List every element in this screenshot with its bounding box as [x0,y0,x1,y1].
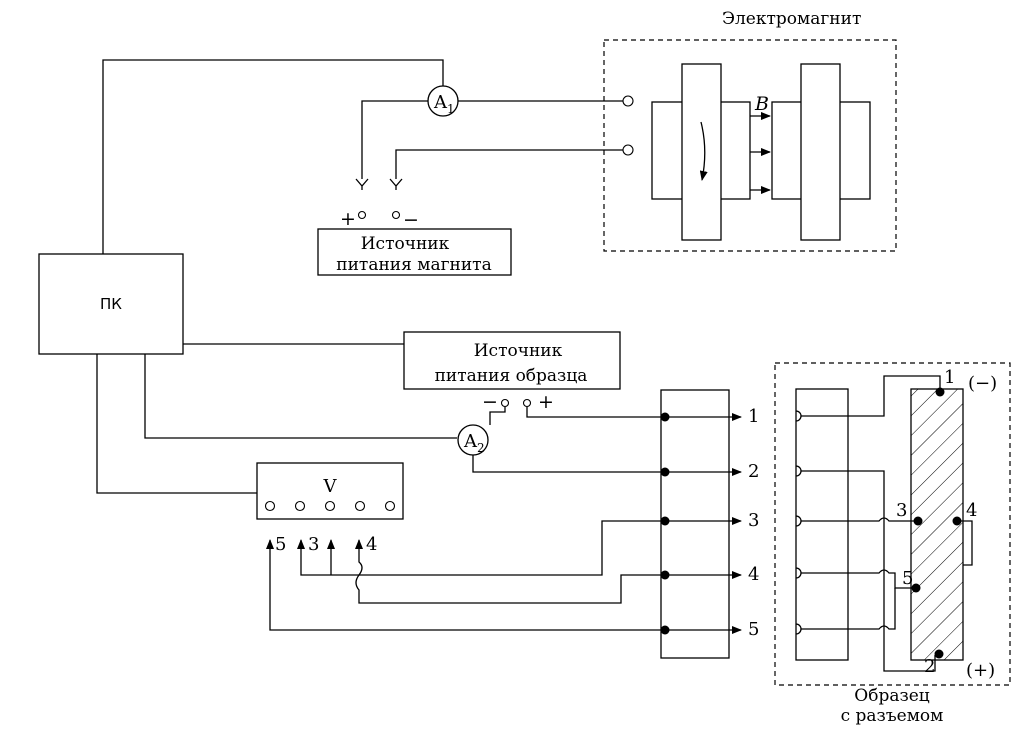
sample-contact-label-5: 5 [902,568,913,589]
electromagnet-dashed-frame [603,39,897,252]
magnet-supply-line1: Источник [361,234,450,254]
supply-wires [269,407,665,631]
voltmeter-probes: 5 3 4 [266,534,377,557]
sample-contact-label-1: 1 [944,367,955,388]
magnet-supply-plus-terminal [357,210,367,220]
sample-supply-line1: Источник [474,341,563,361]
connector-box [660,389,730,659]
sample-label-line1: Образец [854,686,930,706]
right-pole-core [800,63,841,241]
electromagnet-label: Электромагнит [722,9,861,29]
sample-contact-label-2: 2 [924,656,935,677]
ammeter-1: A1 [427,85,459,117]
sample-supply-minus: − [482,391,498,413]
magnet-supply-plus: + [340,208,356,230]
field-label: B [754,93,769,115]
sample-contact-4 [952,516,962,526]
sample-contact-label-3: 3 [896,500,907,521]
pc-label: ПК [100,295,122,313]
magnet-terminal-top [622,95,634,107]
sample-assembly: 1 2 3 4 5 (−) (+) Образец с разъемом [774,362,1011,726]
sample-supply-box [403,331,621,390]
polarity-minus: (−) [968,373,997,394]
probe-label-3: 3 [308,534,319,555]
probe-label-5: 5 [275,534,286,555]
magnet-wires [102,59,623,254]
sample-contact-3 [913,516,923,526]
connector-pin-label-2: 2 [748,461,759,482]
electromagnet: Электромагнит B [603,9,897,252]
pc-wires [96,343,457,494]
sample-connector-box [795,388,849,661]
magnet-power-supply: Источник питания магнита + − [317,178,512,276]
magnet-supply-box [317,228,512,276]
magnet-supply-line2: питания магнита [336,255,491,275]
voltmeter-label: V [323,476,338,497]
connector-pins: 1 2 3 4 5 [660,406,759,640]
sample-supply-plus-terminal [522,398,532,408]
sample-dashed-frame [774,362,1011,686]
pc-box [38,253,184,355]
probe-label-4: 4 [366,534,377,555]
ammeter-2: A2 [457,424,489,456]
pc-block: ПК [38,253,184,355]
sample-contact-2 [934,649,944,659]
sample-power-supply: Источник питания образца − + [403,331,621,413]
polarity-plus: (+) [966,660,995,681]
sample-supply-line2: питания образца [435,366,588,386]
ammeter-2-label: A2 [463,431,485,455]
left-pole-core [681,63,722,241]
voltmeter: V [256,462,404,520]
magnet-supply-minus-terminal [391,210,401,220]
connector-block [660,389,730,659]
plug-plus [355,178,369,190]
connector-pin-label-5: 5 [748,619,759,640]
connector-pin-label-4: 4 [748,564,759,585]
magnet-supply-minus: − [403,209,419,231]
sample-label-line2: с разъемом [841,706,944,726]
sample-contact-1 [935,387,945,397]
sample-supply-plus: + [538,391,554,413]
winding-arrow [699,121,708,181]
connector-pin-label-1: 1 [748,406,759,427]
sample-supply-minus-terminal [500,398,510,408]
ammeter-1-label: A1 [433,92,455,116]
sample-contact-5 [911,583,921,593]
connector-pin-label-3: 3 [748,510,759,531]
magnet-terminal-bottom [622,144,634,156]
plug-minus [389,178,403,190]
sample-contact-label-4: 4 [966,500,977,521]
